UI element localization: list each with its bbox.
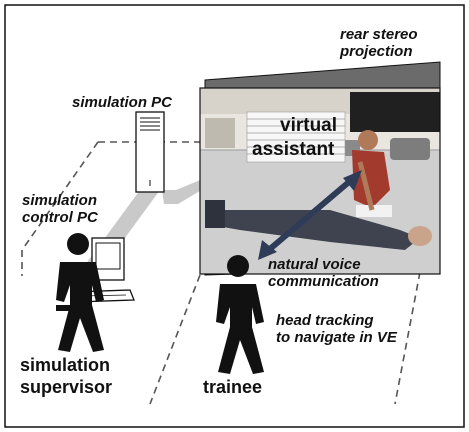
virtual-assistant-label: virtual assistant bbox=[252, 114, 337, 162]
rear-stereo-line1: rear stereo bbox=[340, 26, 418, 43]
trainee-figure bbox=[216, 255, 264, 374]
simulation-control-pc-label: simulation control PC bbox=[22, 192, 98, 227]
head-tracking-line1: head tracking bbox=[276, 312, 374, 329]
simulation-pc-tower bbox=[135, 111, 165, 193]
supervisor-figure bbox=[56, 233, 104, 352]
trainee-text: trainee bbox=[203, 377, 263, 397]
interaction-arrow bbox=[258, 170, 362, 260]
supervisor-line1: simulation bbox=[20, 355, 111, 375]
virtual-assistant-line2: assistant bbox=[252, 138, 335, 160]
voice-communication-label: natural voice communication bbox=[268, 256, 379, 291]
supervisor-line2: supervisor bbox=[20, 376, 113, 397]
rear-stereo-projection-label: rear stereo projection bbox=[340, 26, 418, 61]
head-tracking-line2: to navigate in VE bbox=[276, 329, 397, 347]
simulation-pc-label: simulation PC bbox=[72, 94, 172, 111]
patient-figure bbox=[205, 200, 432, 250]
control-pc-line2: control PC bbox=[22, 209, 98, 227]
simulation-pc-text: simulation PC bbox=[72, 94, 173, 111]
head-tracking-label: head tracking to navigate in VE bbox=[276, 312, 397, 347]
voice-line2: communication bbox=[268, 273, 379, 291]
rear-projection-screen bbox=[199, 61, 441, 276]
voice-line1: natural voice bbox=[268, 256, 361, 273]
control-pc bbox=[56, 237, 135, 311]
simulation-supervisor-label: simulation supervisor bbox=[20, 355, 112, 398]
virtual-assistant-line1: virtual bbox=[280, 115, 338, 136]
slat-panel bbox=[246, 111, 346, 163]
trainee-label: trainee bbox=[203, 377, 262, 399]
rear-stereo-line2: projection bbox=[340, 43, 413, 61]
control-pc-line1: simulation bbox=[22, 192, 98, 209]
